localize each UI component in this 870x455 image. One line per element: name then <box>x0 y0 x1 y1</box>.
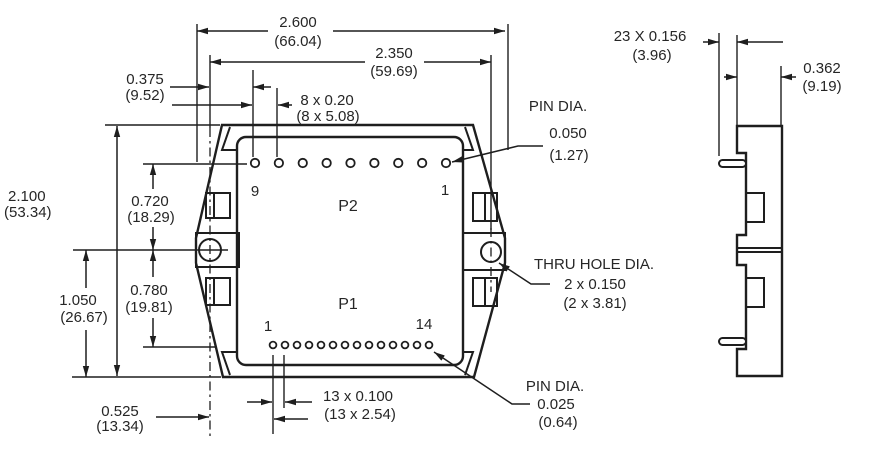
dim-overall-height-in: 2.100 <box>8 188 46 205</box>
side-tab-lower <box>746 277 765 308</box>
top-view-dimensions: 2.600 (66.04) 2.350 (59.69) 0.375 (9.52)… <box>4 14 509 435</box>
thru-hole-in: 2 x 0.150 <box>564 276 626 293</box>
dim-hole-to-pin1-in: 0.525 <box>101 403 139 420</box>
pin-hole <box>369 157 380 169</box>
pin-hole <box>249 157 261 169</box>
pin-hole <box>412 340 422 350</box>
dim-hole-to-p2-mm: (18.29) <box>127 209 175 226</box>
extension-lines <box>72 24 509 434</box>
pin-hole <box>328 340 338 350</box>
pin-hole <box>388 340 398 350</box>
connector-p1-label: P1 <box>338 296 358 313</box>
p2-pin-dia-title: PIN DIA. <box>529 98 587 115</box>
corner-steps <box>220 126 475 376</box>
pin-hole <box>304 340 314 350</box>
pin-hole <box>321 157 332 169</box>
p2-pin-row <box>249 157 452 169</box>
thru-hole-mm: (2 x 3.81) <box>563 295 626 312</box>
side-pin-upper <box>718 159 747 168</box>
top-view: P2 P1 9 1 1 14 <box>194 123 507 436</box>
pin-hole <box>364 340 374 350</box>
pin-hole <box>340 340 350 350</box>
side-view <box>718 124 784 378</box>
right-mounting-ear <box>462 232 506 271</box>
side-pin-lower <box>718 337 747 346</box>
dim-hole-to-bottom-mm: (26.67) <box>60 309 108 326</box>
p1-pin14-number: 14 <box>416 316 433 333</box>
p2-pin-dia-mm: (1.27) <box>549 147 588 164</box>
connector-p2-label: P2 <box>338 198 358 215</box>
p1-pin-dia-leader <box>433 351 530 405</box>
dim-hole-to-pin9-in: 0.375 <box>126 71 164 88</box>
side-view-dimensions: 23 X 0.156 (3.96) 0.362 (9.19) <box>614 28 842 156</box>
dim-hole-to-p2-in: 0.720 <box>131 193 169 210</box>
thru-hole-title: THRU HOLE DIA. <box>534 256 654 273</box>
pin-hole <box>424 340 434 350</box>
side-tab-upper <box>746 192 765 223</box>
flange-tabs <box>205 192 498 307</box>
dim-hole-to-p1-mm: (19.81) <box>125 299 173 316</box>
pin-hole <box>417 157 428 169</box>
dim-pin-length-in: 23 X 0.156 <box>614 28 687 45</box>
pin-hole <box>292 340 302 350</box>
pin-hole <box>400 340 410 350</box>
dim-hole-to-p1-in: 0.780 <box>130 282 168 299</box>
pin-hole <box>376 340 386 350</box>
dim-hole-span-mm: (59.69) <box>370 63 418 80</box>
p1-pin-dia-title: PIN DIA. <box>526 378 584 395</box>
p1-pin-dia-in: 0.025 <box>537 396 575 413</box>
dim-body-depth-in: 0.362 <box>803 60 841 77</box>
dim-body-depth-mm: (9.19) <box>802 78 841 95</box>
pin-hole <box>297 157 308 169</box>
dim-overall-height-mm: (53.34) <box>4 204 52 221</box>
p1-pin-row <box>268 340 434 350</box>
pin-hole <box>273 157 284 169</box>
side-profile-outline <box>735 124 784 378</box>
p1-pin1-number: 1 <box>264 318 272 335</box>
dim-hole-to-pin1-mm: (13.34) <box>96 418 144 435</box>
dim-p2-pitch-mm: (8 x 5.08) <box>296 108 359 125</box>
dim-pin-length-mm: (3.96) <box>632 47 671 64</box>
dim-p1-pitch-mm: (13 x 2.54) <box>324 406 396 423</box>
p2-pin1-number: 1 <box>441 182 449 199</box>
thru-hole-leader <box>498 262 550 285</box>
pin-hole <box>393 157 404 169</box>
dim-hole-span-in: 2.350 <box>375 45 413 62</box>
p1-pin-dia-mm: (0.64) <box>538 414 577 431</box>
pin-hole <box>352 340 362 350</box>
dim-hole-to-bottom-in: 1.050 <box>59 292 97 309</box>
p2-pin-dia-leader <box>451 145 543 163</box>
p2-pin9-number: 9 <box>251 183 259 200</box>
pin-hole <box>268 340 278 350</box>
pin-hole <box>280 340 290 350</box>
pin-hole <box>345 157 356 169</box>
dim-overall-width-mm: (66.04) <box>274 33 322 50</box>
dim-p1-pitch-in: 13 x 0.100 <box>323 388 393 405</box>
dim-overall-width-in: 2.600 <box>279 14 317 31</box>
pin-hole <box>316 340 326 350</box>
p2-pin-dia-in: 0.050 <box>549 125 587 142</box>
dim-p2-pitch-in: 8 x 0.20 <box>300 92 353 109</box>
callouts: PIN DIA. 0.050 (1.27) THRU HOLE DIA. 2 x… <box>433 98 654 431</box>
pin-hole <box>440 157 452 169</box>
dim-hole-to-pin9-mm: (9.52) <box>125 87 164 104</box>
